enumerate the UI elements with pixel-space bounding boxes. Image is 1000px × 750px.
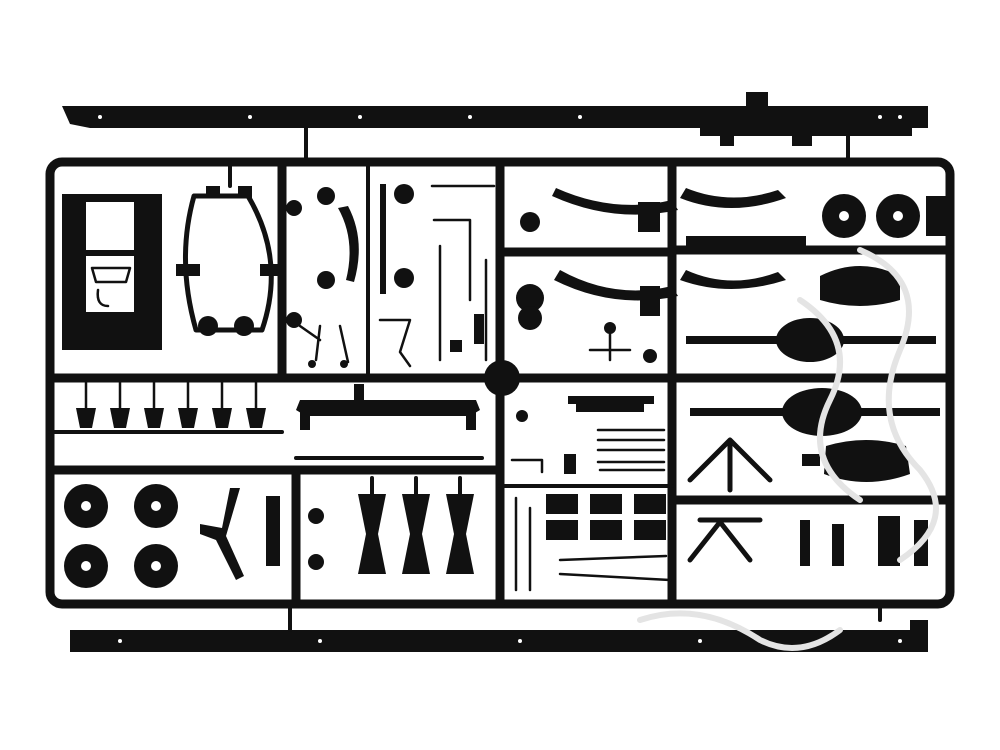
axle-bracket-section (286, 187, 359, 368)
drum-and-axle-section (680, 188, 946, 362)
weight-row-section (76, 380, 266, 428)
steering-linkage-section (378, 184, 496, 368)
upper-suspension-section (484, 188, 678, 396)
top-chassis-rail (62, 92, 928, 162)
spring-hanger-section (200, 488, 324, 580)
leaf-spring-section (176, 160, 284, 336)
watermark-logo (637, 247, 939, 651)
small-parts-section (510, 396, 666, 474)
front-axle-section (294, 384, 484, 460)
battery-box-section (514, 494, 672, 592)
rear-axle-section (687, 388, 940, 493)
wheel-section (64, 484, 178, 588)
drive-shaft-section (358, 476, 474, 574)
cab-panel-section (62, 194, 162, 350)
tank-strap-section (687, 516, 928, 566)
